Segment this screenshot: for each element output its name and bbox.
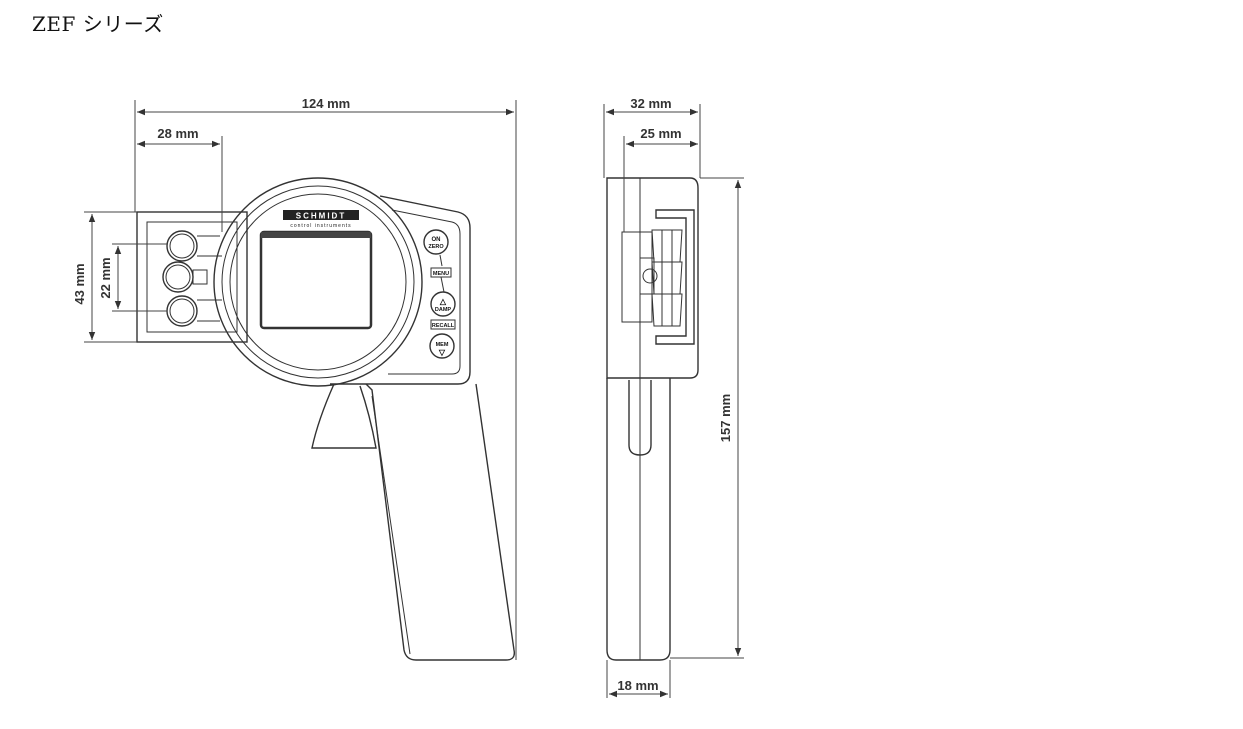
instrument-body-outline <box>330 195 471 385</box>
mem-label: MEM <box>436 342 449 348</box>
dim-handle-depth: 18 mm <box>617 678 658 693</box>
on-zero-button[interactable]: ON ZERO <box>423 229 449 255</box>
dim-total-width: 124 mm <box>302 96 350 111</box>
page-title: ZEF シリーズ <box>32 12 164 36</box>
brand-plate <box>283 210 359 220</box>
damp-button[interactable]: △ DAMP <box>430 291 456 317</box>
roller-bottom <box>166 295 198 327</box>
dim-side-inner-depth: 25 mm <box>640 126 681 141</box>
trigger <box>311 383 377 449</box>
side-dimensions: 32 mm 25 mm 157 mm 18 mm <box>603 96 744 698</box>
dim-side-depth: 32 mm <box>630 96 671 111</box>
dim-roller-width: 28 mm <box>157 126 198 141</box>
zero-label: ZERO <box>428 244 444 250</box>
side-rollers <box>651 229 683 327</box>
roller-top <box>166 230 198 262</box>
damp-up-arrow-icon: △ <box>439 297 447 306</box>
dim-head-height: 43 mm <box>72 263 87 304</box>
brand-name: SCHMIDT <box>296 212 346 221</box>
menu-label: MENU <box>433 271 449 277</box>
mem-button[interactable]: MEM ▽ <box>429 333 455 359</box>
roller-housing <box>136 211 248 343</box>
brand-tagline: control instruments <box>290 223 351 229</box>
front-dimensions: 124 mm 28 mm 43 mm 22 mm <box>72 96 517 660</box>
dim-total-height: 157 mm <box>718 394 733 442</box>
handle-outline <box>365 383 516 661</box>
on-label: ON <box>432 237 441 243</box>
side-view <box>606 177 699 661</box>
display-bezel <box>213 177 423 387</box>
mem-down-arrow-icon: ▽ <box>438 348 446 357</box>
lcd-screen <box>259 230 373 330</box>
damp-label: DAMP <box>435 307 452 313</box>
side-head-outline <box>606 177 699 379</box>
recall-label: RECALL <box>432 323 455 329</box>
roller-middle <box>162 261 208 293</box>
front-view: SCHMIDT control instruments ON ZERO MENU… <box>136 177 516 661</box>
dim-roller-spacing: 22 mm <box>98 257 113 298</box>
side-handle-outline <box>606 378 671 661</box>
